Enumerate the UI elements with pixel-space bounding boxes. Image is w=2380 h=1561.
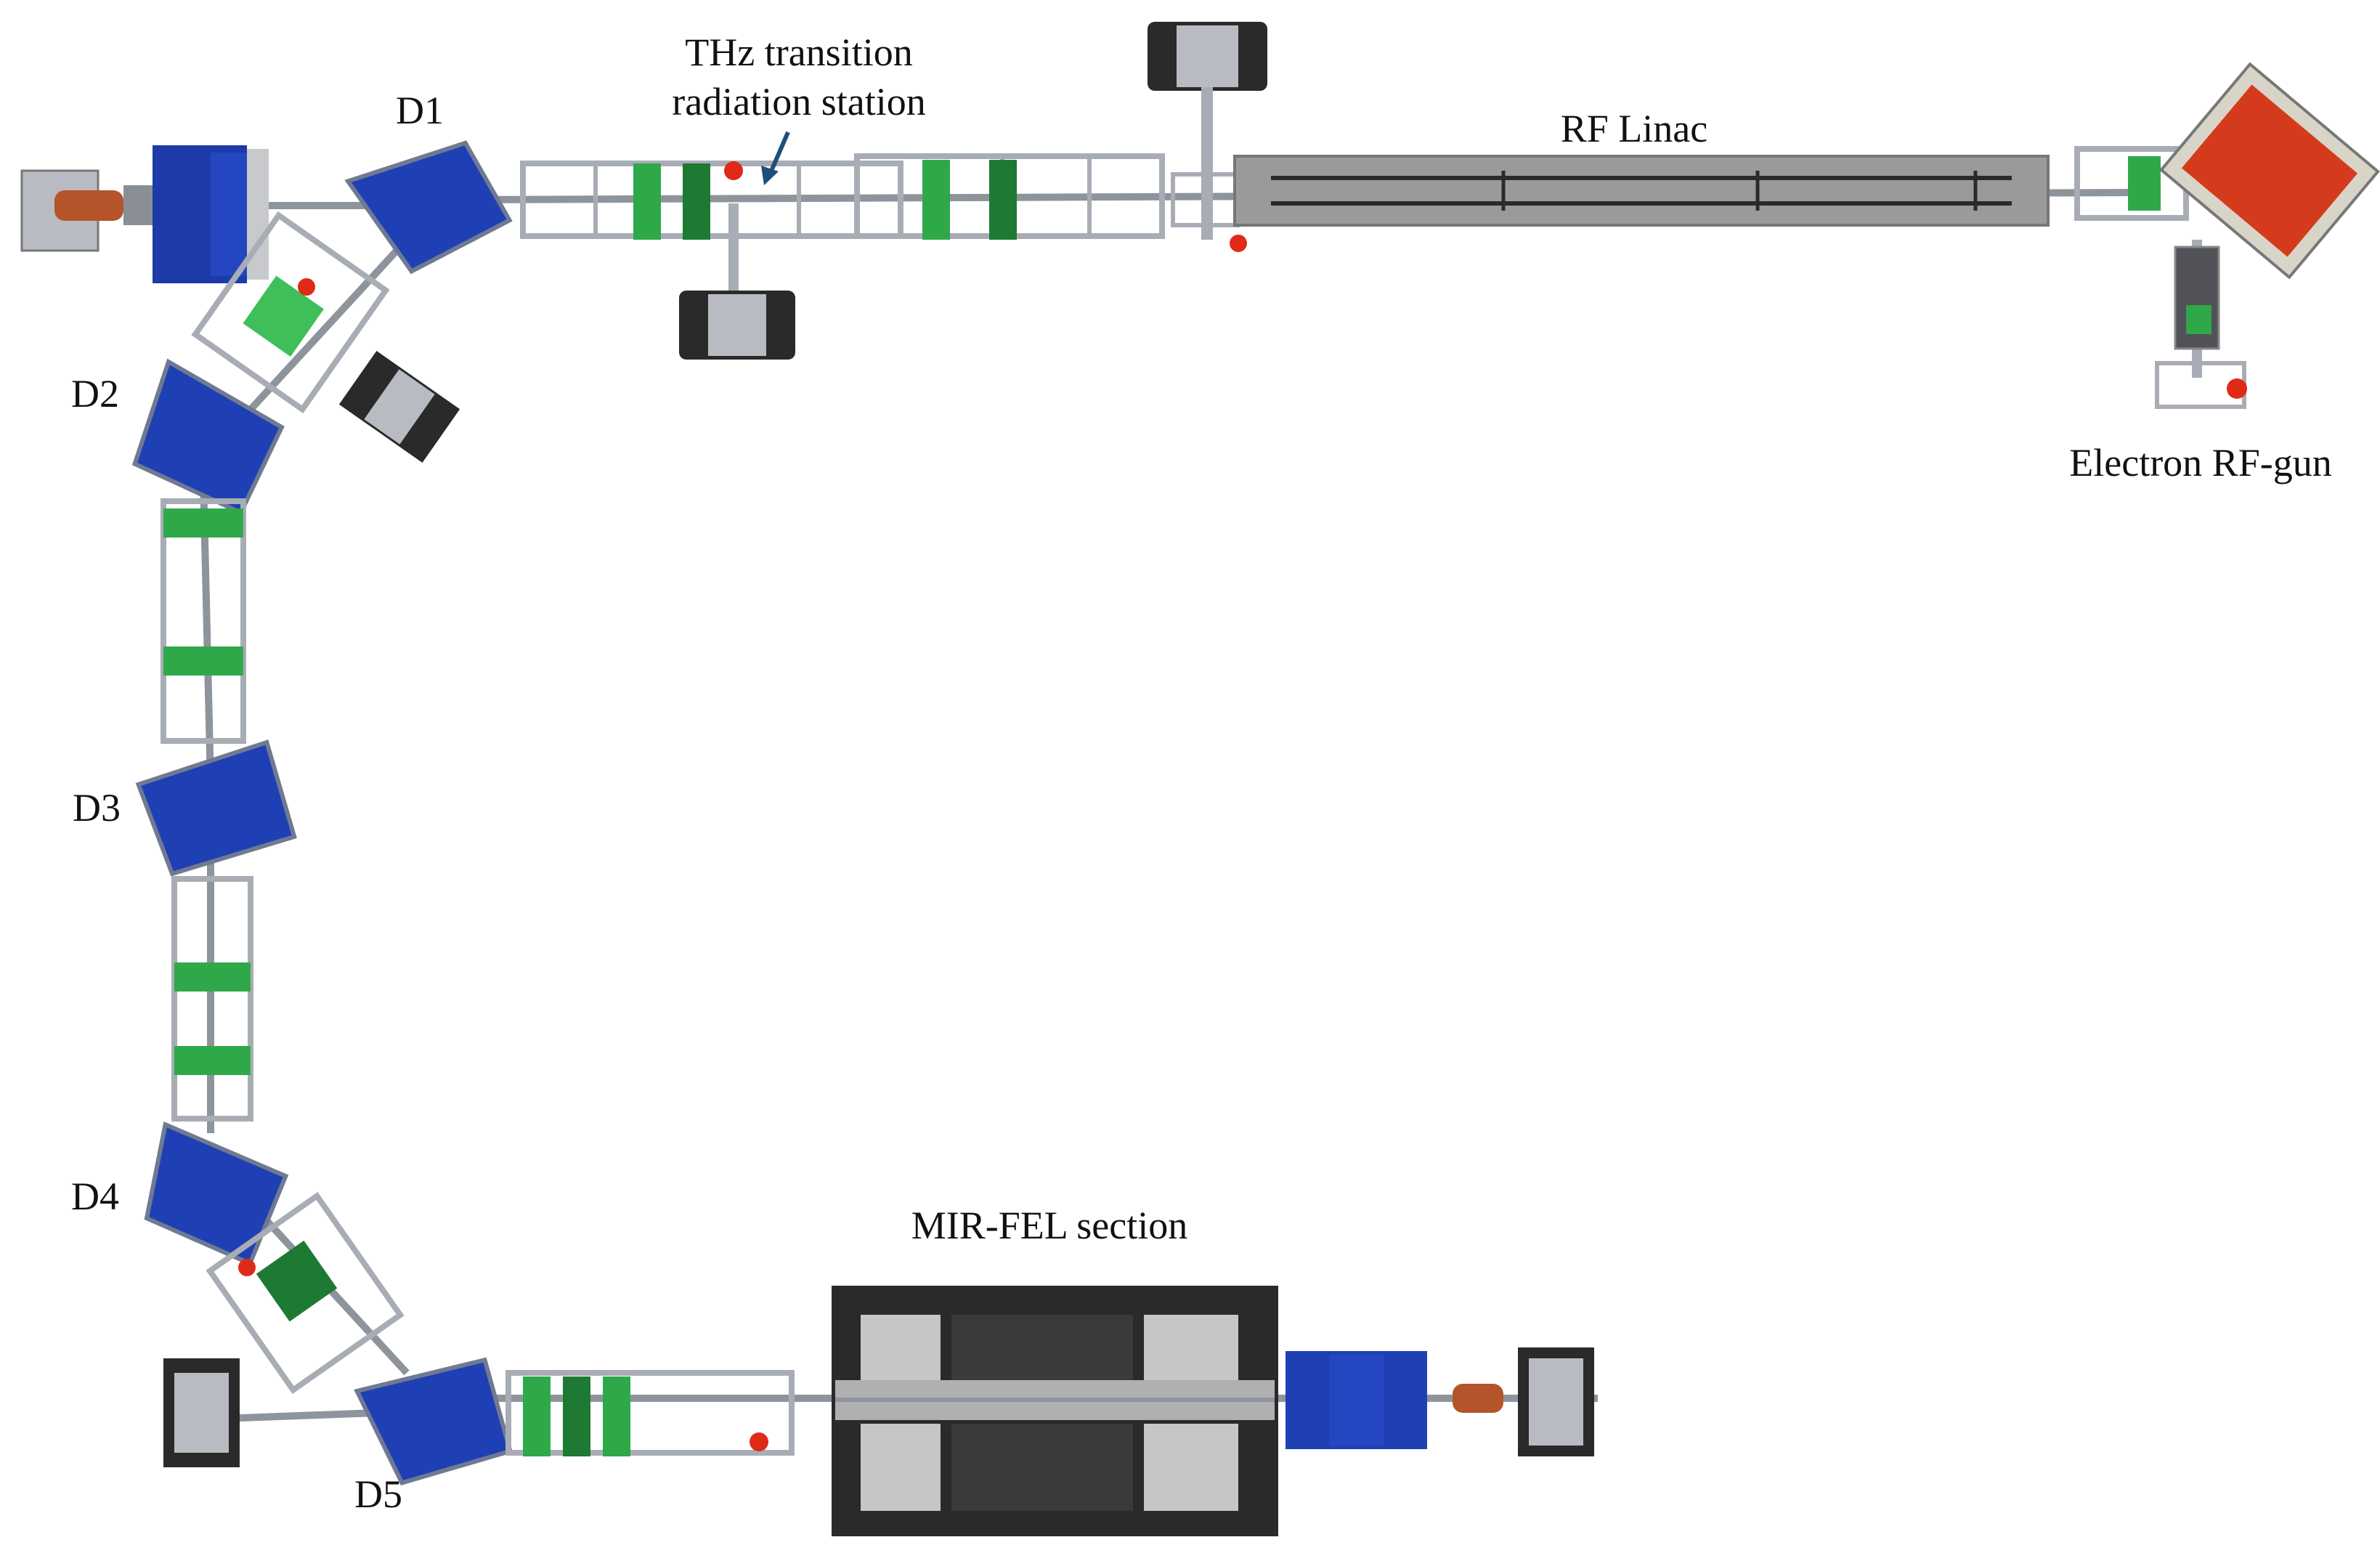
- label-d3: D3: [73, 786, 121, 830]
- mir-fel-undulator: [832, 1286, 1278, 1536]
- dipole-d1: [344, 140, 513, 275]
- label-mir-fel-section: MIR-FEL section: [911, 1204, 1187, 1247]
- thz-transition-radiation-station: [679, 203, 795, 360]
- label-d1: D1: [396, 89, 444, 132]
- top-straight-section: [520, 153, 1165, 240]
- label-thz-line1: THz transition: [685, 31, 912, 74]
- left-return-arc: [161, 211, 460, 1395]
- fel-beam-dump: [1286, 1347, 1594, 1456]
- label-electron-rf-gun: Electron RF-gun: [2069, 441, 2331, 484]
- electron-rf-gun: [2074, 62, 2380, 409]
- rf-linac: [1233, 155, 2050, 227]
- label-rf-linac: RF Linac: [1561, 107, 1707, 150]
- dipole-d5: [354, 1357, 513, 1486]
- label-d2: D2: [71, 372, 119, 415]
- label-thz-line2: radiation station: [672, 80, 925, 123]
- thz-pointer-arrow: [761, 131, 790, 185]
- dipole-d4: [144, 1121, 289, 1267]
- label-d5: D5: [354, 1472, 402, 1516]
- bottom-straight-section: [505, 1370, 795, 1456]
- diagram-labels: THz transition radiation station RF Lina…: [71, 31, 2332, 1516]
- top-left-beam-dump: [20, 145, 269, 283]
- linac-entrance-diagnostic-station: [1148, 22, 1267, 252]
- label-d4: D4: [71, 1175, 119, 1218]
- bottom-left-beam-dump: [163, 1358, 240, 1467]
- dipole-d3: [135, 739, 297, 877]
